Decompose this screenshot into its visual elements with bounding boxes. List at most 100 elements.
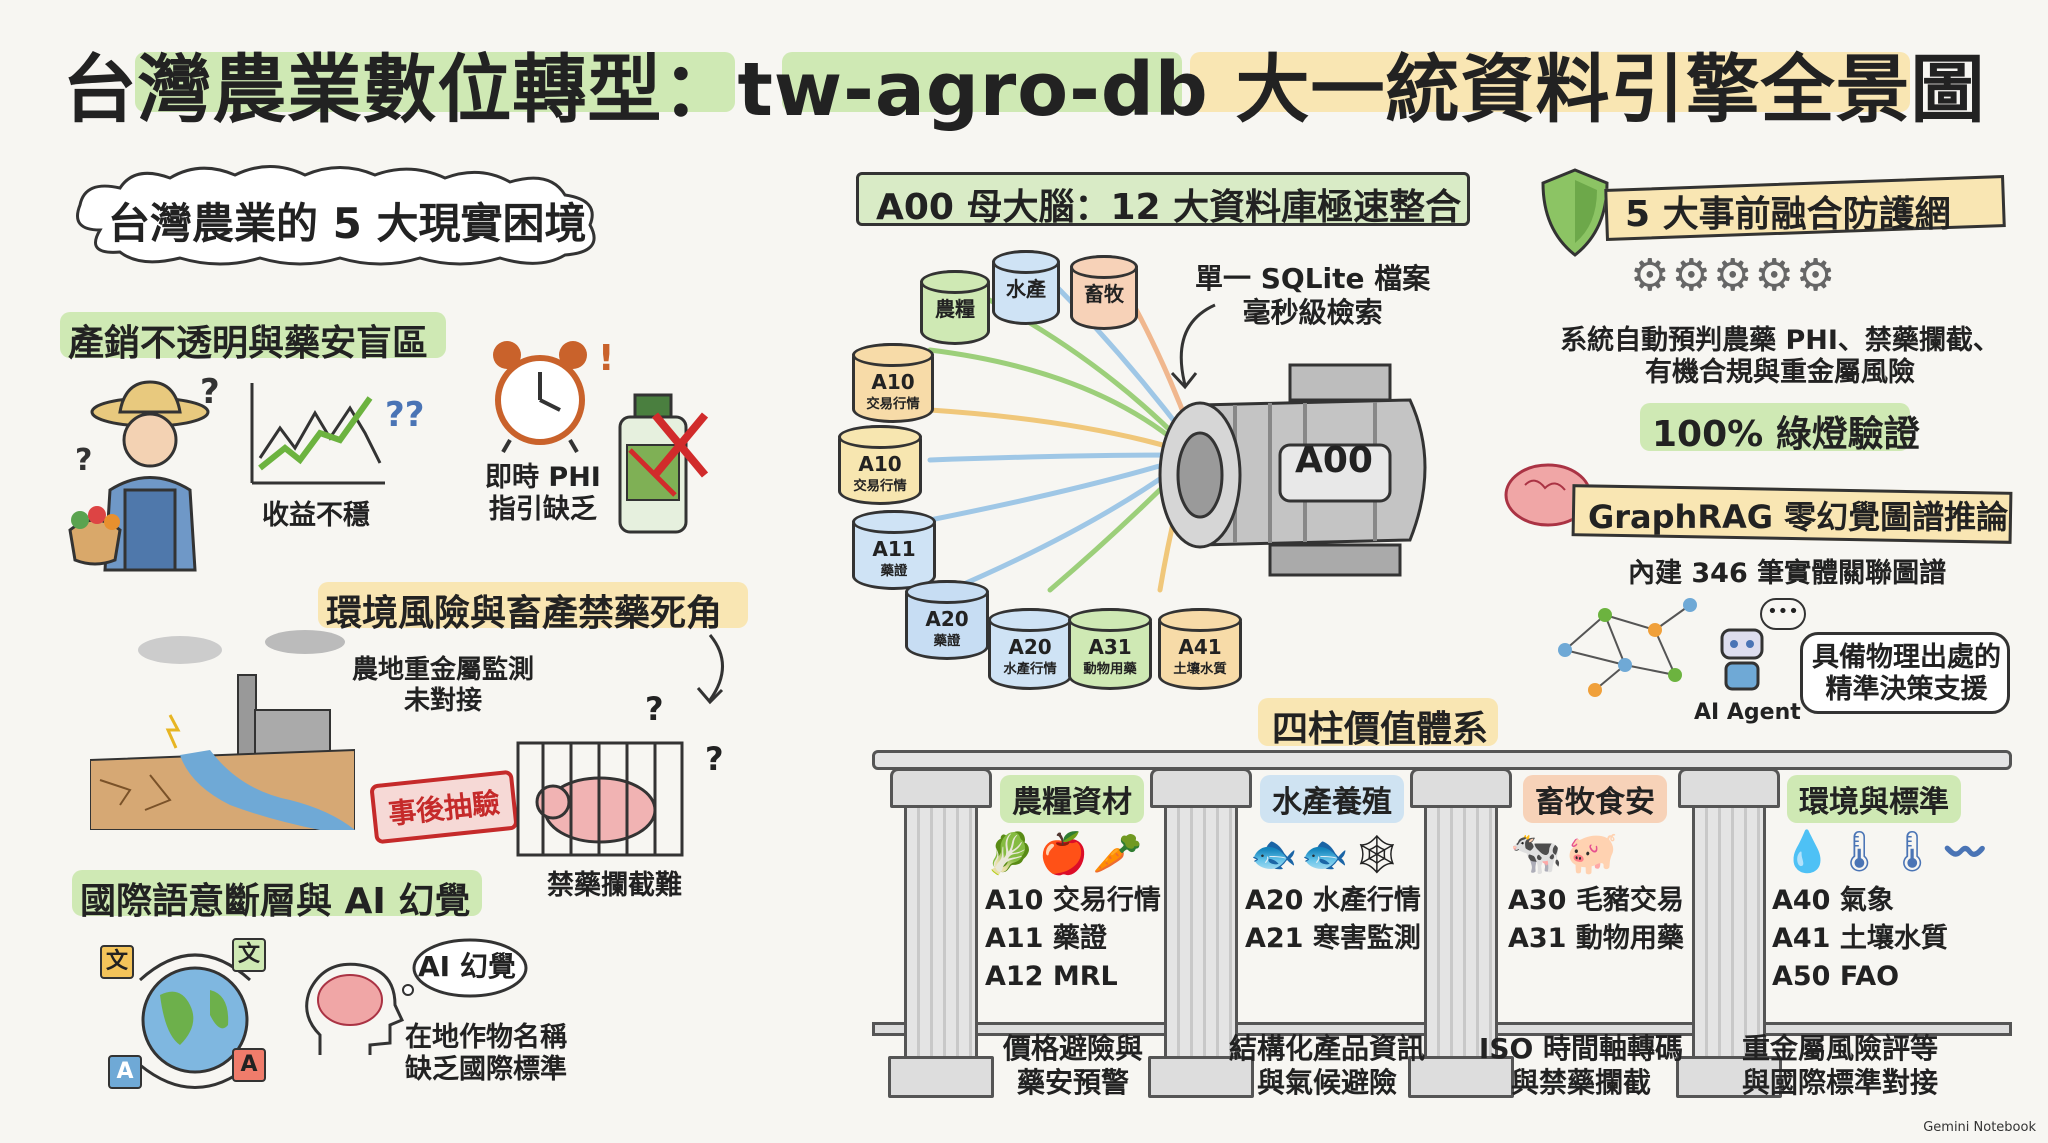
green-verify: 100% 綠燈驗證: [1652, 414, 1920, 455]
column-item: A10 交易行情: [985, 885, 1161, 916]
pillars-highlight: [1258, 698, 1498, 746]
database-cylinder: 農糧: [920, 270, 990, 345]
cylinder-label: A31: [1088, 635, 1132, 659]
column-item: A31 動物用藥: [1508, 923, 1684, 954]
column-footer-line: 藥安預警: [1016, 1065, 1129, 1099]
database-cylinder: A20 水產行情: [988, 608, 1072, 690]
column-footer-line: 重金屬風險評等: [1741, 1032, 1938, 1065]
column-item: A40 氣象: [1772, 885, 1894, 916]
cylinder-label: 畜牧: [1084, 282, 1124, 306]
shield-icon: [1541, 168, 1609, 257]
lang-glyph-4: A: [232, 1048, 266, 1082]
footer-note: Gemini Notebook: [1923, 1120, 2036, 1135]
column-footer-line: 與國際標準對接: [1741, 1065, 1938, 1099]
title-highlight-3: [1190, 52, 1910, 112]
page-title: 台灣農業數位轉型：tw-agro-db 大一統資料引擎全景圖: [62, 47, 1986, 133]
cylinder-top: [1068, 608, 1152, 632]
exclamation-icon: !: [598, 338, 615, 379]
pillar-base: [888, 1056, 994, 1098]
cylinder-label: A20: [1008, 635, 1052, 659]
database-cylinder: 畜牧: [1070, 255, 1138, 330]
agent-bubble-text: 具備物理出處的精準決策支援: [1812, 642, 2001, 706]
column-item: A20 水產行情: [1245, 885, 1421, 916]
column-footer-line: 結構化產品資訊: [1228, 1032, 1425, 1065]
center-heading-box: [856, 172, 1470, 226]
shield-desc: 系統自動預判農藥 PHI、禁藥攔截、有機合規與重金屬風險: [1560, 325, 2000, 389]
p1-label-a: 收益不穩: [262, 500, 370, 531]
cylinder-top: [992, 250, 1060, 274]
p2-label-a: 農地重金屬監測未對接: [352, 655, 535, 717]
column-footer: 結構化產品資訊與氣候避險: [1212, 1032, 1442, 1099]
cylinder-sublabel: 水產行情: [1003, 662, 1057, 677]
shield-title: 5 大事前融合防護網: [1625, 194, 1951, 235]
cylinder-label: A10: [858, 452, 902, 476]
pillar-base: [1676, 1056, 1782, 1098]
column-title: 水產養殖: [1260, 775, 1404, 823]
graph-desc: 內建 346 筆實體關聯圖譜: [1628, 558, 1947, 589]
pillar-cap: [1410, 768, 1512, 808]
pillar-base: [1408, 1056, 1514, 1098]
cylinder-sublabel: 藥證: [933, 634, 961, 649]
p2-title: 環境風險與畜產禁藥死角: [326, 593, 723, 634]
column-footer: 價格避險與藥安預警: [958, 1032, 1188, 1099]
question-mark-icon: ?: [200, 372, 220, 412]
pesticide-bottle-icon: [618, 393, 709, 534]
green-highlight: [1640, 403, 1910, 451]
pillar-base: [1148, 1056, 1254, 1098]
column-item: A30 毛豬交易: [1508, 885, 1684, 916]
stamp-badge: 事後抽驗: [369, 769, 519, 845]
caged-pig-icon: [516, 741, 684, 857]
pillars-heading: 四柱價值體系: [1272, 709, 1489, 750]
agent-label: AI Agent: [1694, 700, 1801, 725]
column-footer-line: 與氣候避險: [1256, 1065, 1397, 1099]
cylinder-top: [920, 270, 990, 294]
column-item: A41 土壤水質: [1772, 923, 1948, 954]
ai-bubble-text: AI 幻覺: [418, 950, 516, 983]
title-highlight: [135, 52, 735, 112]
gears-icon: ⚙⚙⚙⚙⚙: [1630, 250, 1838, 301]
column-footer: 重金屬風險評等與國際標準對接: [1725, 1032, 1955, 1099]
knowledge-graph-icon: [1558, 598, 1697, 697]
cylinder-top: [905, 580, 989, 604]
p3-highlight: [72, 870, 482, 916]
cylinder-sublabel: 交易行情: [866, 397, 920, 412]
cloud-bubble: [76, 165, 596, 266]
pillar-cap: [1678, 768, 1780, 808]
pillar-cap: [890, 768, 992, 808]
question-mark-icon-3: ?: [705, 740, 724, 778]
cylinder-top: [838, 425, 922, 449]
p3-label-a: 在地作物名稱缺乏國際標準: [405, 1022, 567, 1086]
pillar-roof: [872, 750, 2012, 770]
brain-head-icon: [305, 962, 405, 1055]
column-item: A50 FAO: [1772, 961, 1900, 992]
sqlite-label: 單一 SQLite 檔案毫秒級檢索: [1195, 262, 1431, 329]
pillar: [1676, 768, 1782, 1098]
robot-icon: [1720, 628, 1764, 691]
p3-title: 國際語意斷層與 AI 幻覺: [80, 881, 471, 922]
livestock-icons: 🐄🐖: [1510, 828, 1623, 877]
p1-title: 產銷不透明與藥安盲區: [68, 323, 429, 364]
column-footer: ISO 時間軸轉碼與禁藥攔截: [1466, 1032, 1696, 1099]
column-footer-line: 與禁藥攔截: [1510, 1065, 1651, 1099]
globe-translation-icon: [138, 953, 252, 1089]
cylinder-sublabel: 藥證: [880, 564, 908, 579]
column-footer-line: 價格避險與: [1002, 1032, 1143, 1065]
chart-icon: [250, 383, 385, 485]
title-highlight-2: [782, 52, 1182, 112]
fish-icons: 🐟🐟🕸: [1250, 832, 1405, 876]
produce-icons: 🥬🍎🥕: [985, 831, 1147, 877]
cylinder-label: 水產: [1006, 277, 1046, 301]
cylinder-label: A41: [1178, 635, 1222, 659]
arrow-icon: [1170, 303, 1216, 390]
weather-icons: 💧🌡🌡〰: [1782, 829, 1993, 875]
lang-glyph-2: 文: [232, 938, 266, 972]
center-heading: A00 母大腦：12 大資料庫極速整合: [876, 187, 1462, 228]
engine-icon: [1158, 363, 1427, 577]
column-items: A30 毛豬交易 A31 動物用藥: [1508, 882, 1684, 958]
